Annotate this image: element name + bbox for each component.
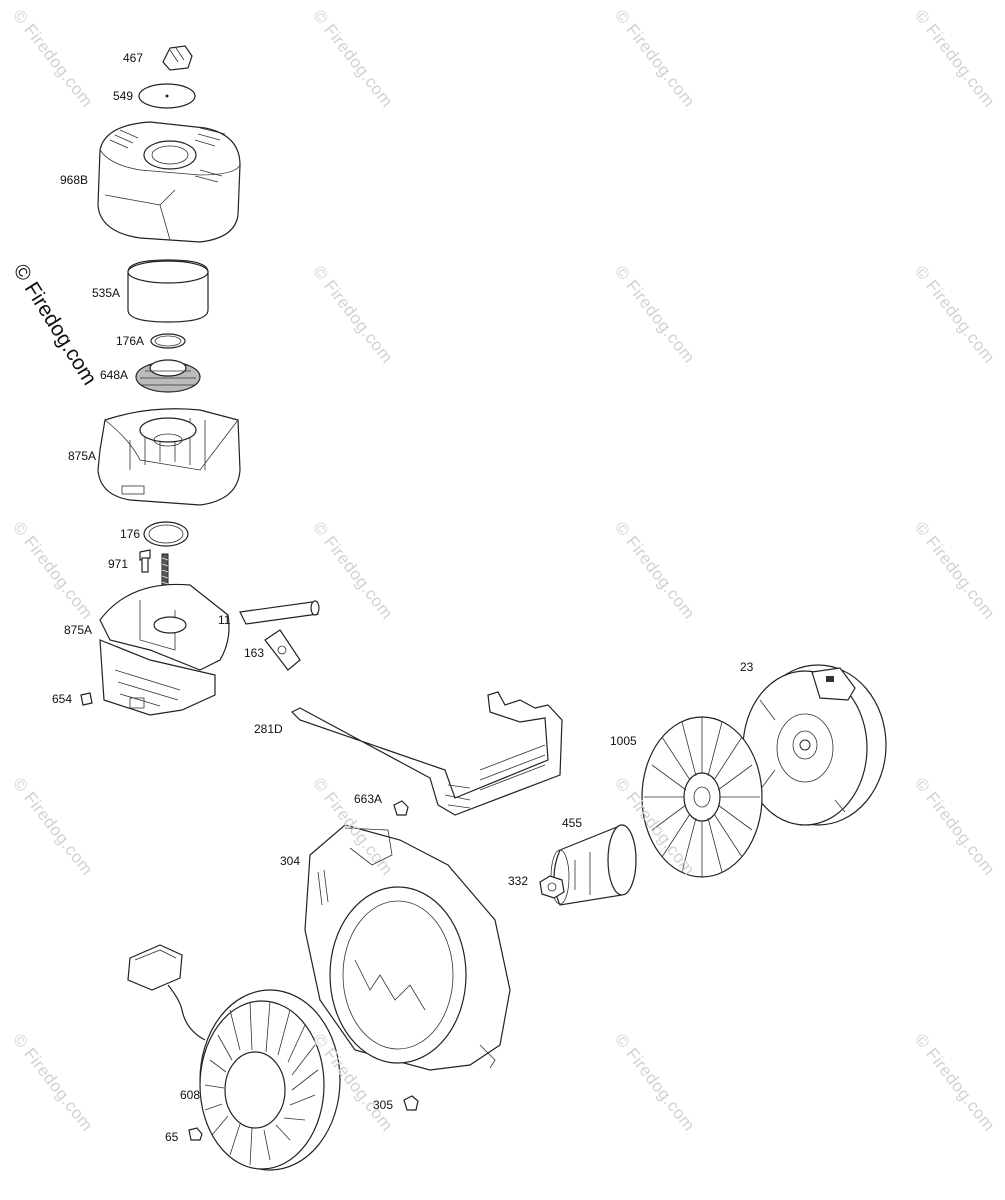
part-label-455: 455 <box>562 816 583 830</box>
part-535a-foam-filter-drawing <box>127 259 209 323</box>
part-11-hose-drawing <box>239 600 320 625</box>
part-304-blower-housing-drawing <box>304 824 511 1071</box>
part-label-875a-upper: 875A <box>68 449 97 463</box>
part-label-304: 304 <box>280 854 301 868</box>
part-label-11: 11 <box>218 613 231 627</box>
part-label-176a: 176A <box>116 334 145 348</box>
part-65-screw-drawing <box>188 1127 203 1141</box>
part-label-654: 654 <box>52 692 73 706</box>
part-176-gasket-drawing <box>143 521 189 547</box>
part-281d-bracket-drawing <box>290 691 563 816</box>
part-label-332: 332 <box>508 874 529 888</box>
part-label-648a: 648A <box>100 368 129 382</box>
part-label-608: 608 <box>180 1088 201 1102</box>
part-1005-fan-drawing <box>641 716 763 878</box>
part-label-971: 971 <box>108 557 129 571</box>
part-label-176: 176 <box>120 527 141 541</box>
part-971-screw-drawing <box>139 549 151 573</box>
part-332-nut-drawing <box>539 875 565 899</box>
part-label-281d: 281D <box>254 722 283 736</box>
part-label-305: 305 <box>373 1098 394 1112</box>
part-label-875a-lower: 875A <box>64 623 93 637</box>
part-label-163: 163 <box>244 646 265 660</box>
part-648a-screen-drawing <box>135 359 201 393</box>
part-467-knob-drawing <box>162 45 193 71</box>
part-label-549: 549 <box>113 89 134 103</box>
part-875a-lower-base-drawing <box>99 583 230 716</box>
part-549-washer-drawing <box>138 83 196 109</box>
part-663a-nut-drawing <box>393 800 409 816</box>
part-875a-upper-housing-drawing <box>97 408 241 506</box>
part-163-gasket-drawing <box>264 629 301 671</box>
part-label-535a: 535A <box>92 286 121 300</box>
part-label-1005: 1005 <box>610 734 637 748</box>
part-label-23: 23 <box>740 660 754 674</box>
part-654-nut-drawing <box>80 692 93 706</box>
part-305-screw-drawing <box>403 1095 419 1111</box>
part-label-467: 467 <box>123 51 144 65</box>
part-176a-ring-drawing <box>150 333 186 349</box>
part-608-rewind-starter-drawing <box>127 944 341 1171</box>
part-23-flywheel-drawing <box>742 664 887 826</box>
part-455-cup-drawing <box>550 824 637 906</box>
part-968b-cover-drawing <box>97 121 241 243</box>
part-label-65: 65 <box>165 1130 179 1144</box>
part-label-663a: 663A <box>354 792 383 806</box>
part-label-968b: 968B <box>60 173 89 187</box>
